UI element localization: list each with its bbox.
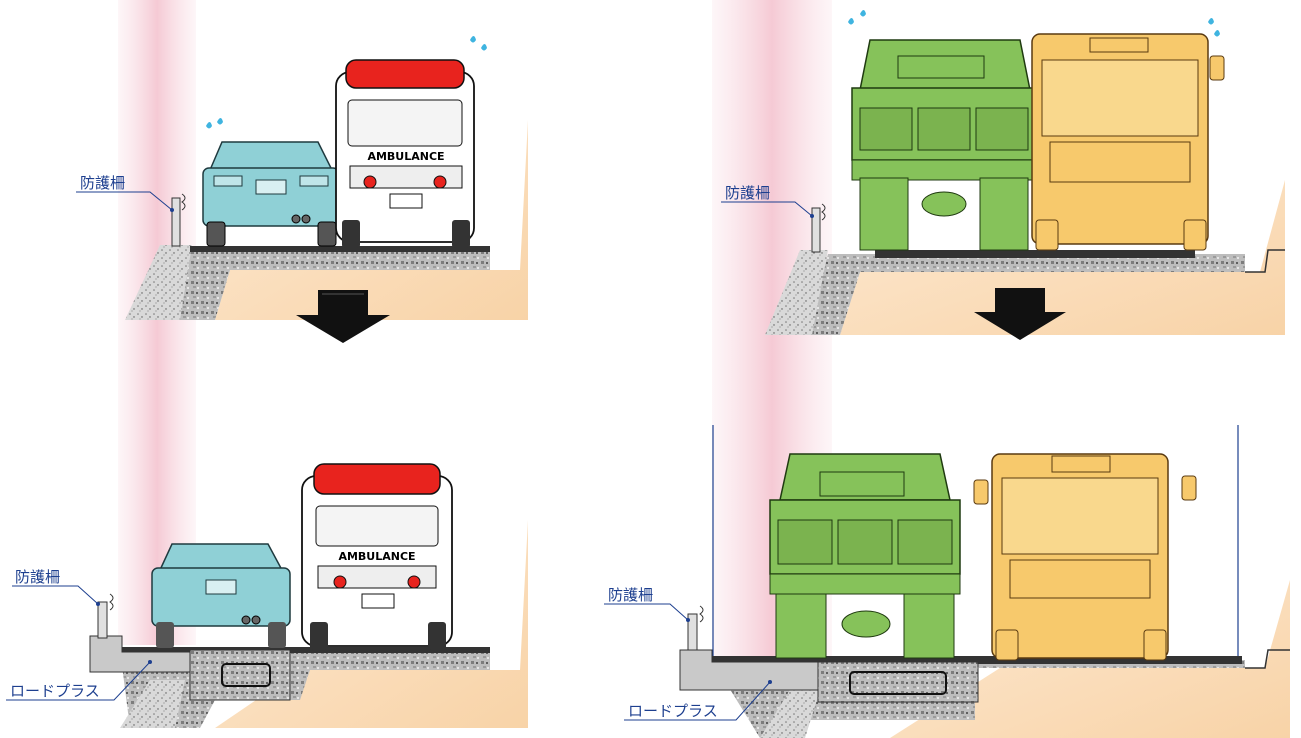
roadplus-label: ロードプラス [10, 682, 100, 700]
asphalt-surface-3 [875, 250, 1195, 258]
guardrail-label-2: 防護柵 [15, 568, 60, 586]
slope-sand-4 [760, 690, 820, 738]
road-gravel-3 [805, 254, 1245, 335]
down-arrow-icon [296, 290, 390, 343]
yellow-truck [1031, 33, 1225, 251]
guardrail-post-2 [97, 601, 108, 639]
rebar-box-2 [849, 671, 947, 695]
road-gravel [178, 250, 490, 320]
embankment-earth-3 [840, 180, 1285, 335]
panel-before-right: 防護柵 [721, 10, 1285, 335]
guardrail-cable-2 [109, 593, 114, 611]
rebar-box [221, 663, 271, 687]
slope-sand-3 [765, 250, 828, 335]
guardrail-cable [181, 193, 186, 211]
asphalt-surface-4 [712, 656, 1242, 664]
ambulance-2: AMBULANCE [301, 463, 453, 650]
panel-before-left: AMBULANCE 防護柵 [76, 36, 528, 320]
ambulance: AMBULANCE [335, 59, 475, 248]
curb-step [1245, 249, 1285, 273]
concrete-foundation-2 [817, 661, 979, 703]
curb-step-2 [1245, 649, 1290, 669]
guardrail-label-1: 防護柵 [80, 174, 125, 192]
panel-after-right: 防護柵 ロードプラス [604, 425, 1290, 738]
embankment-earth-4 [890, 580, 1290, 738]
sweat-drop-icon [206, 36, 487, 129]
guardrail-label-3: 防護柵 [725, 184, 770, 202]
guardrail-label-4: 防護柵 [608, 586, 653, 604]
guardrail-post [171, 197, 181, 247]
ambulance-label-2: AMBULANCE [338, 550, 415, 563]
sedan-car [202, 141, 340, 247]
green-dump-truck-2 [769, 453, 961, 659]
concrete-foundation [189, 649, 291, 701]
ambulance-label: AMBULANCE [367, 150, 444, 163]
asphalt-surface [190, 246, 490, 252]
guardrail-post-4 [687, 613, 698, 651]
guardrail-post-3 [811, 207, 821, 253]
roadplus-label-2: ロードプラス [628, 702, 718, 720]
slope-sand-2 [120, 680, 185, 728]
down-arrow-icon-2 [974, 288, 1066, 340]
yellow-truck-2 [973, 453, 1197, 661]
guardrail-cable-3 [821, 203, 826, 221]
slope-sand [125, 245, 192, 320]
panel-after-left: AMBULANCE 防護柵 ロードプラス [6, 463, 528, 728]
sedan-car-2 [151, 543, 291, 648]
asphalt-surface-2 [120, 647, 490, 653]
guardrail-cable-4 [699, 605, 704, 623]
sweat-drop-icon-2 [848, 10, 1220, 37]
guard-clearance-zone-left [118, 0, 196, 645]
green-dump-truck [851, 39, 1037, 251]
